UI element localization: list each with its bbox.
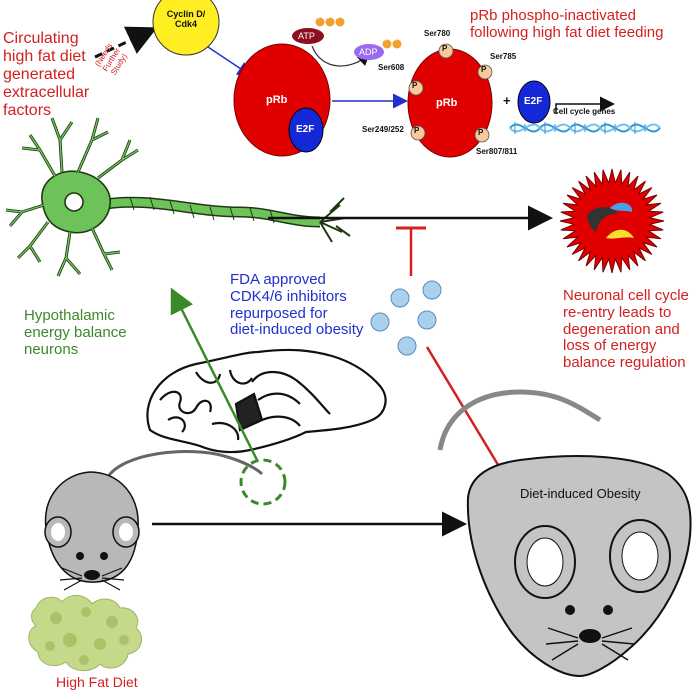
high-fat-diet-label: High Fat Diet: [56, 674, 138, 690]
cyclin-circle: [152, 0, 220, 56]
phosphate-dot: [382, 39, 392, 49]
fda-inhibitors-label: FDA approved CDK4/6 inhibitors repurpose…: [230, 271, 364, 339]
small-mouse: [44, 450, 264, 591]
prb-label-right: pRb: [436, 97, 458, 109]
obese-mouse: [437, 389, 692, 678]
transcription-arrow: [555, 96, 615, 113]
circulating-factors-label: Circulating high fat diet generated extr…: [3, 30, 90, 119]
cell-cycle-genes-label: Cell cycle genes: [553, 107, 616, 116]
dna-helix: [509, 122, 661, 134]
phospho-site-label: P: [414, 126, 420, 135]
phosphate-dot: [315, 17, 325, 27]
cyclin-label: Cyclin D/ Cdk4: [166, 9, 206, 30]
atp-ellipse: [292, 28, 324, 44]
phosphate-label: P: [385, 37, 390, 43]
neuronal-re-entry-label: Neuronal cell cycle re-entry leads to de…: [563, 287, 689, 372]
atp-label: ATP: [298, 31, 315, 41]
phosphate-group: [408, 43, 493, 143]
ser785-label: Ser785: [490, 52, 517, 61]
phosphate-label: P: [318, 15, 323, 21]
inhibition-line-bottom: [425, 346, 508, 479]
phospho-site-label: P: [412, 81, 418, 90]
plus-sign: +: [503, 93, 511, 108]
hypothalamus-marker: [239, 458, 287, 506]
high-fat-food: [28, 595, 143, 671]
drug-molecules: [370, 280, 442, 356]
hypothalamic-neurons-label: Hypothalamic energy balance neurons: [24, 307, 127, 358]
adp-label: ADP: [359, 47, 378, 57]
ser807-label: Ser807/811: [476, 147, 518, 156]
phosphate-label: P: [395, 37, 400, 43]
neuron: [5, 117, 351, 277]
ser608-label: Ser608: [378, 63, 405, 72]
adp-ellipse: [354, 44, 384, 60]
ser780-label: Ser780: [424, 29, 451, 38]
e2f-label-right: E2F: [524, 96, 543, 107]
phospho-site-label: P: [442, 44, 448, 53]
phosphate-dot: [392, 39, 402, 49]
e2f-blob-left: [288, 107, 324, 153]
prb-label-left: pRb: [266, 94, 288, 106]
phosphate-dot: [325, 17, 335, 27]
prb-inactivated-label: pRb phospho-inactivated following high f…: [470, 7, 664, 41]
brain: [146, 348, 387, 454]
e2f-label-left: E2F: [296, 124, 315, 135]
degenerating-neuron: [559, 168, 665, 274]
hypothalamus-arrow: [170, 287, 259, 461]
phosphate-dot: [335, 17, 345, 27]
phosphate-label: P: [328, 15, 333, 21]
e2f-blob-right: [517, 80, 551, 124]
obesity-label: Diet-induced Obesity: [520, 486, 641, 501]
dashed-arrow: [94, 26, 158, 59]
phospho-site-label: P: [478, 128, 484, 137]
phosphate-label: P: [338, 15, 343, 21]
phospho-site-label: P: [481, 65, 487, 74]
ser249-label: Ser249/252: [362, 125, 404, 134]
